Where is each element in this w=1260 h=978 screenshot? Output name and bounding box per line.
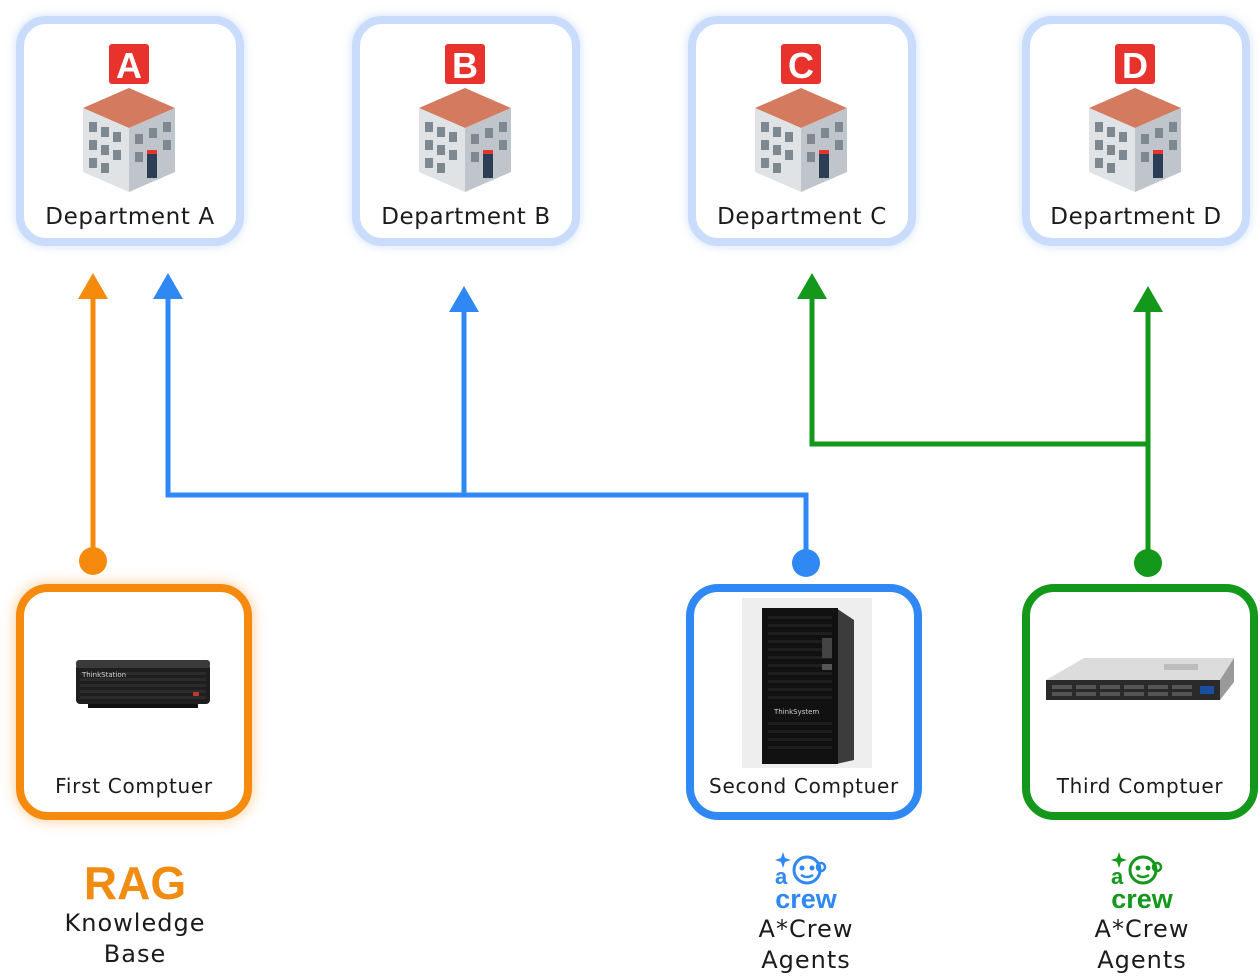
svg-text:ThinkSystem: ThinkSystem — [773, 708, 819, 716]
third-computer-card: Third Comptuer — [1022, 584, 1258, 820]
tower-workstation-icon: ThinkSystem — [742, 598, 872, 768]
first-computer-card: ThinkStation First Comptuer — [16, 584, 252, 820]
building-a-icon: A — [83, 44, 175, 192]
rag-title: RAG — [83, 857, 187, 909]
crew-green-caption: a crew A*Crew Agents — [1032, 848, 1252, 976]
rag-line-1: Knowledge — [64, 909, 206, 937]
svg-text:A: A — [116, 45, 142, 86]
orange-link — [78, 273, 108, 575]
building-d-icon: D — [1089, 44, 1181, 192]
svg-text:crew: crew — [775, 884, 838, 914]
building-b-icon: B — [419, 44, 511, 192]
svg-text:D: D — [1122, 45, 1148, 86]
crew-green-line-2: Agents — [1097, 946, 1187, 974]
department-d-label: Department D — [1050, 204, 1222, 230]
department-b-label: Department B — [381, 204, 551, 230]
svg-text:C: C — [788, 45, 814, 86]
department-c-label: Department C — [717, 204, 887, 230]
rack-server-icon — [1046, 658, 1234, 700]
svg-text:a: a — [775, 864, 788, 889]
second-computer-card: ThinkSystem Second Comptuer — [686, 584, 922, 820]
acrew-logo-blue-icon: a crew — [775, 852, 838, 914]
rag-line-2: Base — [103, 940, 167, 968]
second-computer-label: Second Comptuer — [709, 774, 899, 798]
blue-link — [153, 273, 820, 577]
mini-workstation-icon: ThinkStation — [76, 660, 210, 708]
crew-blue-line-2: Agents — [761, 946, 851, 974]
acrew-logo-green-icon: a crew — [1111, 852, 1174, 914]
crew-blue-line-1: A*Crew — [758, 915, 854, 943]
department-a-label: Department A — [45, 204, 215, 230]
department-a-card: A Department A — [16, 16, 244, 246]
department-d-card: D Department D — [1022, 16, 1250, 246]
svg-text:crew: crew — [1111, 884, 1174, 914]
svg-text:a: a — [1111, 864, 1124, 889]
rag-caption: RAG Knowledge Base — [25, 858, 245, 970]
department-c-card: C Department C — [688, 16, 916, 246]
green-link — [797, 273, 1163, 577]
third-computer-label: Third Comptuer — [1056, 774, 1224, 798]
department-b-card: B Department B — [352, 16, 580, 246]
first-computer-label: First Comptuer — [55, 774, 213, 798]
svg-text:ThinkStation: ThinkStation — [81, 671, 126, 679]
crew-green-line-1: A*Crew — [1094, 915, 1190, 943]
svg-text:B: B — [452, 45, 478, 86]
building-c-icon: C — [755, 44, 847, 192]
crew-blue-caption: a crew A*Crew Agents — [696, 848, 916, 976]
